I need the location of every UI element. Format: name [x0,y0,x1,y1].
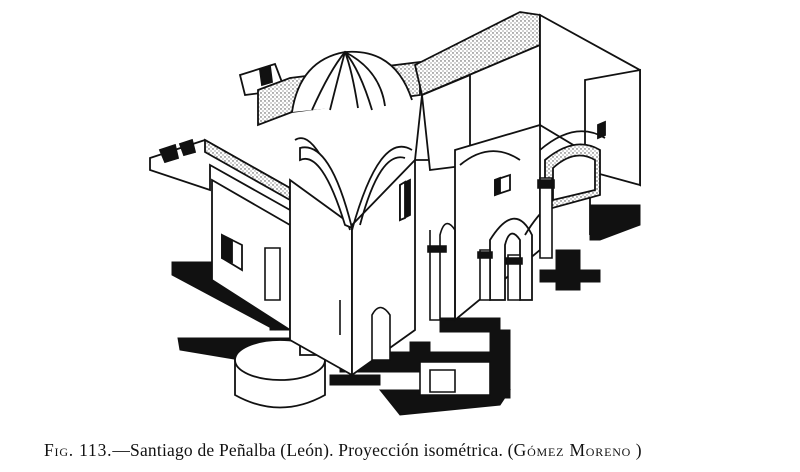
front-columns [264,177,555,361]
figure-caption: Fig. 113.—Santiago de Peñalba (León). Pr… [44,440,784,461]
front-plinth [419,361,491,396]
caption-dash: — [112,440,131,460]
caption-author: Gómez Moreno [513,440,632,460]
figure-label: Fig. 113. [44,440,113,460]
east-arcade [454,120,606,322]
isometric-drawing [149,11,641,416]
caption-closing: ) [631,440,642,460]
caption-title: Santiago de Peñalba (León). Proyección i… [130,440,514,460]
isometric-plan-svg [149,11,641,416]
central-dome [257,50,421,377]
